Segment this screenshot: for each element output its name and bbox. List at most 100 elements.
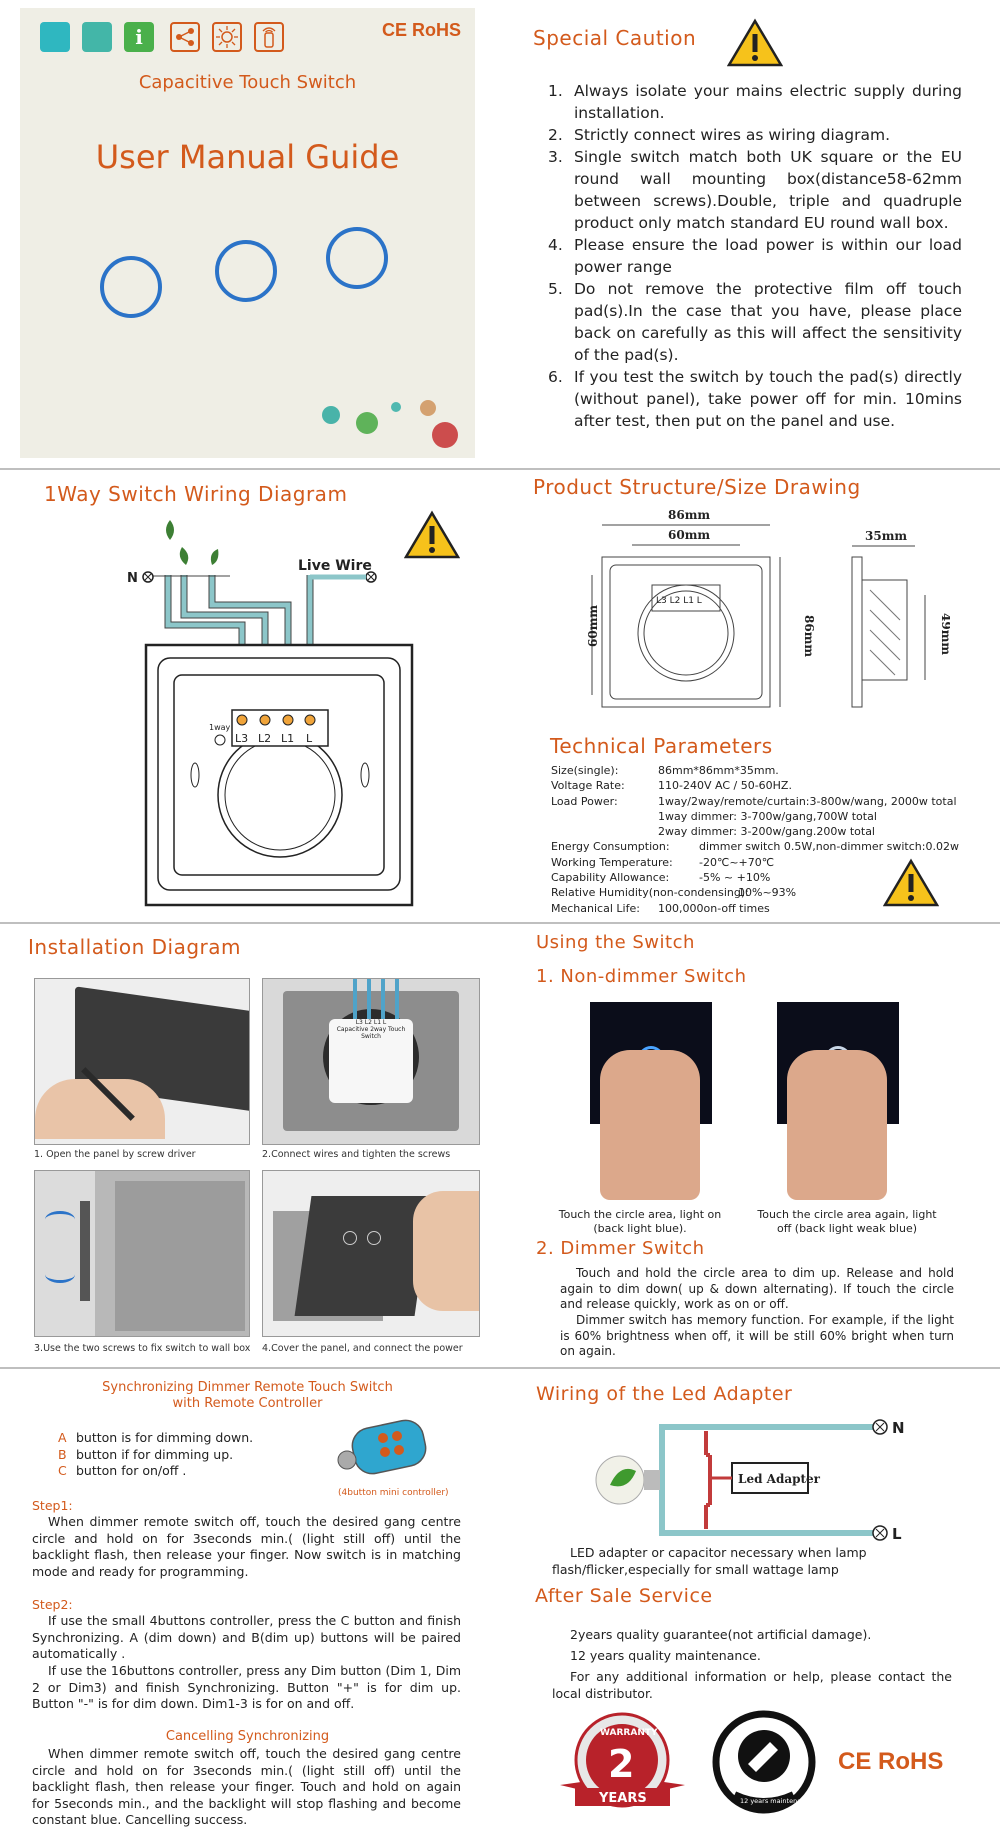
maintenance-seal: 12 years maintenance (712, 1710, 816, 1814)
caution-item: 3.Single switch match both UK square or … (548, 148, 962, 232)
adapter-note-1: LED adapter or capacitor necessary when … (570, 1545, 867, 1560)
badge-years: YEARS (598, 1791, 647, 1806)
step2-paragraph-1: If use the small 4buttons controller, pr… (32, 1613, 461, 1661)
cover-title: User Manual Guide (95, 138, 400, 176)
using-caption-left: Touch the circle area, light on (back li… (558, 1208, 722, 1235)
dimmer-paragraph-2: Dimmer switch has memory function. For e… (560, 1313, 954, 1358)
remote-caption: (4button mini controller) (338, 1488, 449, 1498)
install-photo-1 (34, 978, 250, 1145)
ce-rohs-mark: CE RoHS (838, 1748, 944, 1775)
touch-circle-1 (100, 256, 162, 318)
caution-item: 1.Always isolate your mains electric sup… (548, 82, 962, 122)
using-title: Using the Switch (536, 932, 695, 953)
step2-title: Step2: (32, 1597, 73, 1612)
terminal-label: L1 (281, 732, 294, 745)
install-title: Installation Diagram (28, 935, 241, 959)
badge-number: 2 (608, 1742, 634, 1786)
remote-icon (254, 22, 284, 52)
size-drawing: 86mm 60mm 35mm L3 L2 L1 L 60mm 86mm 49mm (586, 508, 950, 708)
caution-item: 5.Do not remove the protective film off … (548, 280, 962, 364)
section-divider (0, 468, 1000, 470)
section-divider (0, 1367, 1000, 1369)
caution-title: Special Caution (533, 26, 697, 50)
dimmer-paragraph-1: Touch and hold the circle area to dim up… (560, 1266, 954, 1311)
warning-icon (727, 18, 783, 67)
caution-list: 1.Always isolate your mains electric sup… (548, 80, 962, 432)
non-dimmer-title: 1. Non-dimmer Switch (536, 966, 747, 987)
warning-icon (883, 858, 939, 907)
decor-dot (356, 412, 378, 434)
structure-terminals: L3 L2 L1 L (656, 596, 702, 606)
arrow-icon (45, 1211, 75, 1228)
hand-photo (600, 1050, 700, 1200)
dim-60mm: 60mm (668, 528, 710, 542)
step1-title: Step1: (32, 1498, 73, 1513)
cover-panel: i CE RoHS Capacitive Touch Switch User M… (20, 8, 475, 458)
structure-title: Product Structure/Size Drawing (533, 475, 861, 499)
cancel-text: When dimmer remote switch off, touch the… (32, 1746, 461, 1827)
module-label: Capacitive 2way Touch Switch (336, 1026, 406, 1040)
hand-photo (787, 1050, 887, 1200)
dim-86mm-vert: 86mm (802, 615, 816, 657)
terminal-label: L2 (258, 732, 271, 745)
badge-warranty-text: WARRANTY (600, 1728, 658, 1738)
after-line-1: 2years quality guarantee(not artificial … (570, 1627, 872, 1642)
adapter-diagram: Led Adapter N L (595, 1419, 905, 1543)
install-caption-3: 3.Use the two screws to fix switch to wa… (34, 1343, 251, 1354)
seal-text: 12 years maintenance (740, 1797, 813, 1805)
adapter-n-label: N (892, 1419, 905, 1437)
warranty-badge: WARRANTY 2 YEARS (560, 1712, 685, 1808)
warning-icon (404, 510, 460, 559)
live-wire-label: Live Wire (298, 558, 372, 574)
way-label: 1way (209, 723, 231, 732)
wiring-diagram: N Live Wire L3 L2 L1 L 1way (127, 520, 414, 907)
caution-item: 2.Strictly connect wires as wiring diagr… (548, 126, 891, 144)
caution-item: 6.If you test the switch by touch the pa… (548, 368, 962, 430)
touch-circle-2 (215, 240, 277, 302)
dimmer-title: 2. Dimmer Switch (536, 1238, 705, 1259)
neutral-label: N (127, 571, 138, 586)
after-line-3: For any additional information or help, … (552, 1669, 952, 1701)
install-photo-3 (34, 1170, 250, 1337)
light-icon (212, 22, 242, 52)
after-line-2: 12 years quality maintenance. (570, 1648, 761, 1663)
adapter-note-2: flash/flicker,especially for small watta… (552, 1562, 839, 1577)
dim-35mm: 35mm (865, 529, 907, 543)
decor-dot (391, 402, 401, 412)
using-caption-right: Touch the circle area again, light off (… (757, 1208, 937, 1235)
ce-rohs-mark: CE RoHS (382, 20, 462, 40)
install-caption-2: 2.Connect wires and tighten the screws (262, 1149, 451, 1160)
cover-subtitle: Capacitive Touch Switch (138, 72, 357, 93)
touch-circle-3 (326, 227, 388, 289)
cancel-title: Cancelling Synchronizing (165, 1729, 330, 1744)
install-photo-4 (262, 1170, 480, 1337)
decor-dot (432, 422, 458, 448)
after-sale-title: After Sale Service (535, 1585, 713, 1607)
arrow-icon (45, 1266, 75, 1283)
dim-49mm-vert: 49mm (939, 613, 950, 655)
dim-60mm-vert: 60mm (586, 605, 600, 647)
step1-text: When dimmer remote switch off, touch the… (32, 1514, 461, 1579)
sync-title-1: Synchronizing Dimmer Remote Touch Switch (102, 1380, 393, 1395)
terminal-label: L3 (235, 732, 248, 745)
install-caption-1: 1. Open the panel by screw driver (34, 1149, 196, 1160)
smart-info-icon: i (124, 22, 154, 52)
wiring-title: 1Way Switch Wiring Diagram (44, 482, 348, 506)
install-caption-4: 4.Cover the panel, and connect the power (262, 1343, 463, 1354)
adapter-title: Wiring of the Led Adapter (536, 1383, 793, 1405)
decor-dot (322, 406, 340, 424)
terminal-label: L (306, 732, 313, 745)
step2-paragraph-2: If use the 16buttons controller, press a… (32, 1663, 461, 1711)
dim-86mm: 86mm (668, 508, 710, 522)
caution-item: 4.Please ensure the load power is within… (548, 236, 962, 276)
adapter-box-label: Led Adapter (738, 1472, 821, 1486)
decor-dot (420, 400, 436, 416)
module-terminals: L3 L2 L1 L (355, 1019, 387, 1026)
long-life-icon (82, 22, 112, 52)
remote-controller-icon (337, 1419, 427, 1475)
luxury-icon (40, 22, 70, 52)
tech-title: Technical Parameters (550, 734, 773, 758)
